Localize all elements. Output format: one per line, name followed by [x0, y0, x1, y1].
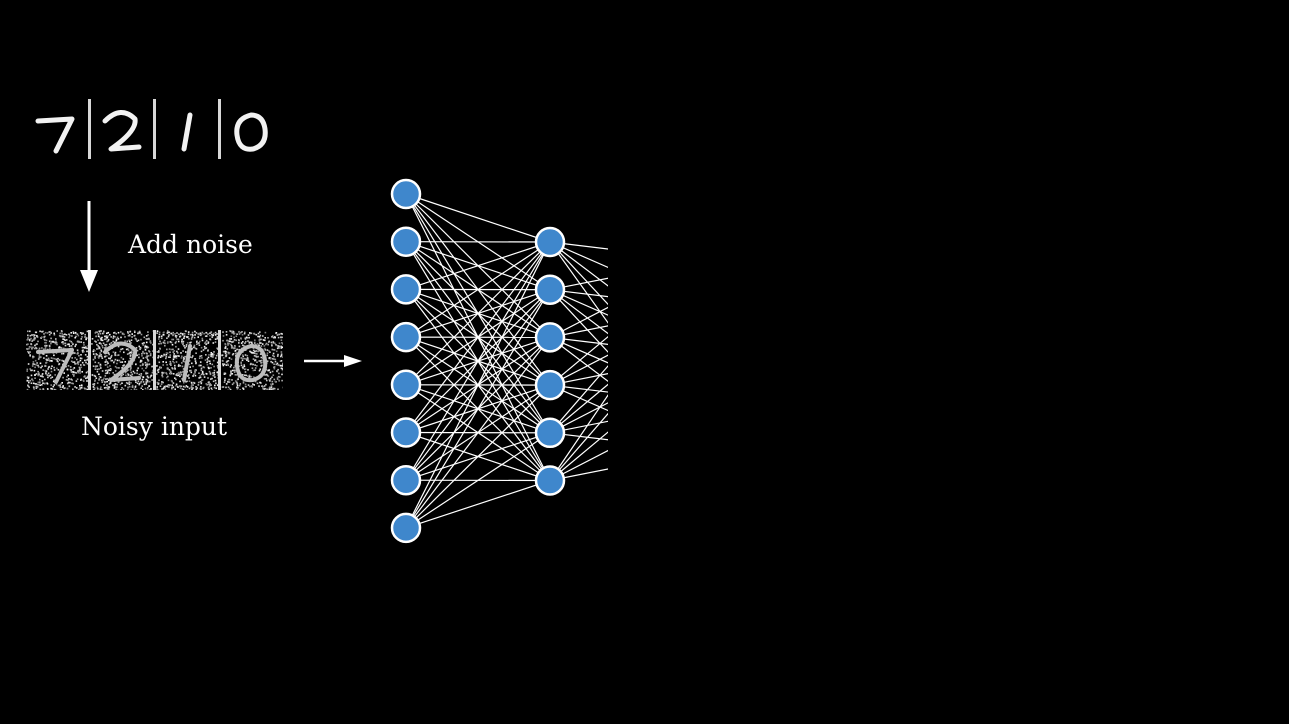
network-edge: [405, 241, 551, 290]
noisy-input-label: Noisy input: [81, 412, 228, 441]
network-edge: [549, 241, 608, 287]
network-edge: [549, 383, 608, 434]
network-edge: [405, 241, 551, 481]
input-arrow: [304, 355, 362, 367]
network-edge: [549, 289, 608, 353]
network-edge: [549, 432, 608, 441]
network-edge: [549, 241, 608, 324]
input-neuron: [390, 464, 422, 496]
input-neuron: [390, 369, 422, 401]
input-neuron: [390, 321, 422, 353]
digit-tile: [156, 99, 221, 159]
input-neuron: [390, 274, 422, 305]
network-edge: [405, 193, 551, 243]
hidden-neuron: [534, 417, 566, 449]
network-edge: [405, 241, 551, 529]
network-edge: [405, 241, 551, 433]
hidden-neuron: [534, 322, 566, 353]
input-neuron: [390, 512, 422, 544]
digit-tile: [221, 99, 283, 159]
digit-tile: [156, 330, 221, 390]
hidden-neuron: [534, 465, 566, 496]
input-neuron: [390, 178, 422, 210]
network-edge: [549, 384, 608, 393]
digit-tile: [26, 330, 91, 390]
network-edge: [549, 241, 608, 250]
hidden-neuron: [534, 369, 566, 401]
network-edge: [405, 241, 551, 338]
network-edge: [549, 289, 608, 335]
clean-digit-strip: [26, 99, 283, 159]
network-edge: [405, 479, 551, 529]
digit-tile: [91, 330, 156, 390]
network-edge: [549, 412, 608, 481]
add-noise-label: Add noise: [128, 230, 253, 259]
network-edge: [549, 277, 608, 291]
network-edge: [549, 468, 608, 482]
digit-tile: [26, 99, 91, 159]
digit-tile: [221, 330, 283, 390]
network-edge: [549, 402, 608, 434]
network-edge: [549, 325, 608, 338]
add-noise-arrow: [80, 201, 98, 292]
network-edge: [549, 384, 608, 412]
network-edge: [549, 336, 608, 345]
hidden-neuron: [534, 274, 566, 305]
network-edge: [549, 336, 608, 383]
network-edge: [549, 394, 608, 481]
network-edge: [405, 289, 551, 529]
network-edge: [549, 241, 608, 269]
network-edge: [549, 373, 608, 386]
network-edge: [405, 432, 551, 529]
digit-tile: [91, 99, 156, 159]
network-edge: [549, 306, 608, 338]
input-neuron: [390, 417, 422, 448]
noisy-digit-strip: [26, 330, 283, 390]
network-edge: [405, 241, 551, 386]
network-edge: [549, 449, 608, 482]
network-edge: [549, 354, 608, 386]
network-edge: [549, 431, 608, 481]
hidden-neuron: [534, 226, 566, 258]
network-edge: [549, 289, 608, 316]
input-neuron: [390, 226, 422, 257]
network-edge: [405, 337, 551, 529]
network-edge: [549, 289, 608, 298]
network-edge: [549, 335, 608, 386]
network-edge: [549, 365, 608, 434]
network-edge: [549, 336, 608, 364]
network-edge: [405, 384, 551, 529]
network-edge: [549, 241, 608, 306]
network-edge: [549, 420, 608, 434]
